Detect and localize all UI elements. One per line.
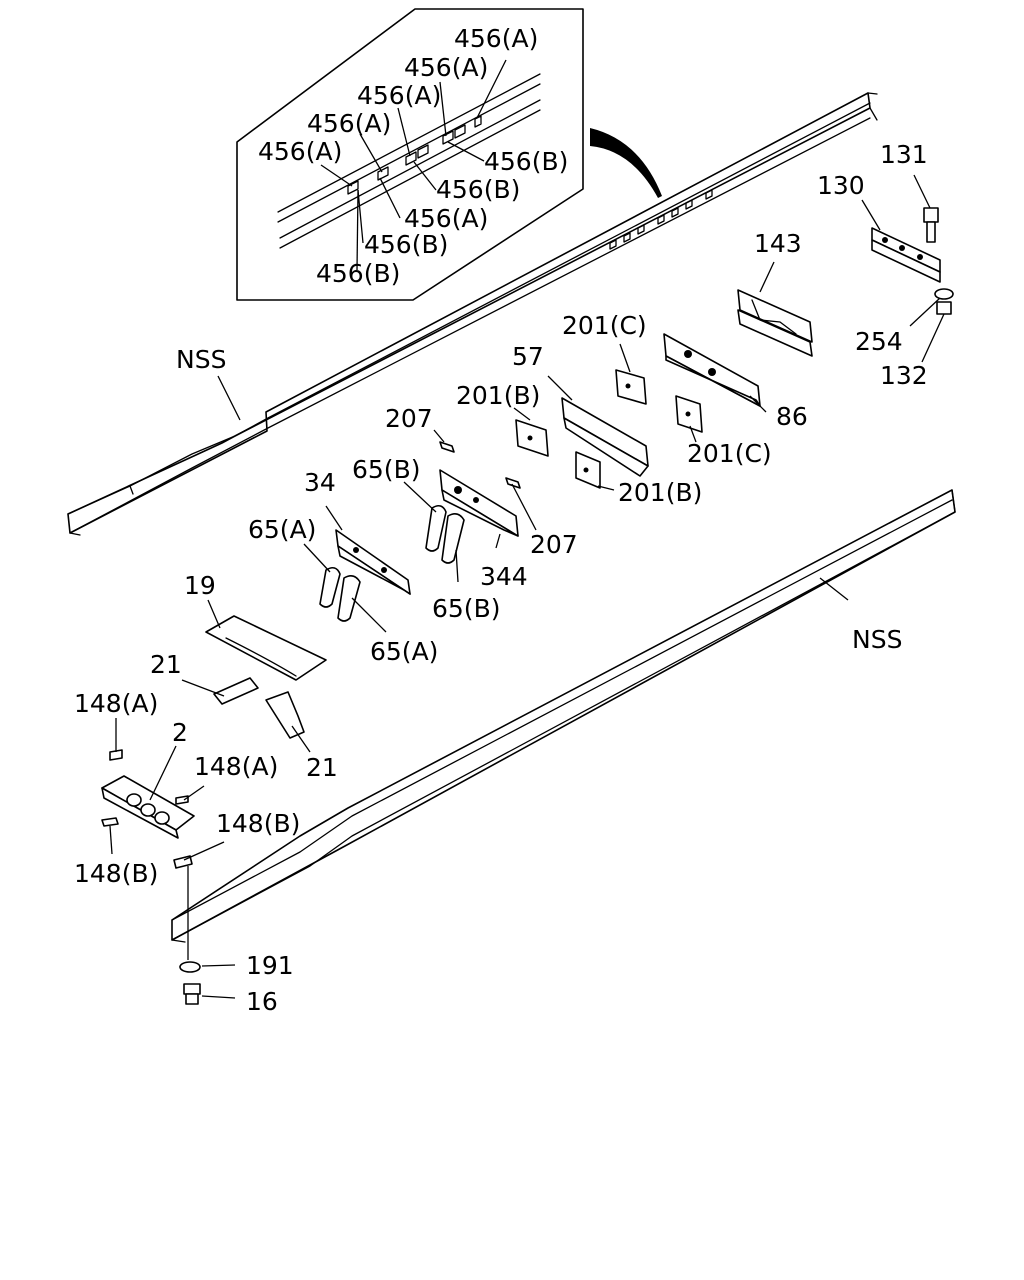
part-19-crossmember <box>205 615 327 681</box>
label-21-1: 21 <box>150 650 182 679</box>
part-130-bracket <box>871 227 941 283</box>
part-148b-shim-upper <box>101 817 119 827</box>
side-rail-bottom <box>171 489 956 943</box>
label-456b-3: 456(B) <box>364 230 448 259</box>
label-19: 19 <box>184 571 216 600</box>
part-21-bracket-left <box>213 677 259 705</box>
part-131-bolt <box>923 207 939 243</box>
label-456a-2: 456(A) <box>404 53 488 82</box>
part-207-shim-lower <box>505 477 521 489</box>
label-143: 143 <box>754 229 802 258</box>
part-143-crossmember <box>737 289 813 357</box>
part-86-crossmember <box>663 333 761 407</box>
label-65b-2: 65(B) <box>432 594 500 623</box>
side-rail-top <box>67 92 878 536</box>
part-16-bolt <box>183 983 201 1005</box>
label-65a-2: 65(A) <box>370 637 438 666</box>
label-344: 344 <box>480 562 528 591</box>
label-456b-1: 456(B) <box>484 147 568 176</box>
part-65b-bracket-right <box>441 512 465 564</box>
part-57-crossmember <box>561 397 649 477</box>
label-201b-2: 201(B) <box>618 478 702 507</box>
part-201b-bracket-lower <box>575 451 601 489</box>
label-34: 34 <box>304 468 336 497</box>
label-456a-5: 456(A) <box>258 137 342 166</box>
label-456b-2: 456(B) <box>436 175 520 204</box>
label-130: 130 <box>817 171 865 200</box>
label-201c-2: 201(C) <box>687 439 772 468</box>
label-131: 131 <box>880 140 928 169</box>
label-132: 132 <box>880 361 928 390</box>
label-65a-1: 65(A) <box>248 515 316 544</box>
label-57: 57 <box>512 342 544 371</box>
part-65a-bracket-right <box>337 574 361 622</box>
label-456b-4: 456(B) <box>316 259 400 288</box>
part-2-crossmember <box>101 775 195 839</box>
label-456a-6: 456(A) <box>404 204 488 233</box>
label-148a-2: 148(A) <box>194 752 278 781</box>
part-254-washer <box>934 288 954 300</box>
detail-inset <box>236 8 584 301</box>
label-nss-bottom: NSS <box>852 625 902 654</box>
part-21-bracket-right <box>265 691 305 739</box>
label-456a-1: 456(A) <box>454 24 538 53</box>
part-191-washer <box>179 961 201 973</box>
label-16: 16 <box>246 987 278 1016</box>
callout-arrow <box>590 128 662 198</box>
label-148a-1: 148(A) <box>74 689 158 718</box>
label-254: 254 <box>855 327 903 356</box>
label-86: 86 <box>776 402 808 431</box>
label-201c-1: 201(C) <box>562 311 647 340</box>
label-148b-2: 148(B) <box>216 809 300 838</box>
part-201b-bracket-upper <box>515 419 549 457</box>
label-456a-4: 456(A) <box>307 109 391 138</box>
label-148b-1: 148(B) <box>74 859 158 888</box>
part-65a-bracket-left <box>319 566 341 608</box>
label-65b-1: 65(B) <box>352 455 420 484</box>
label-191: 191 <box>246 951 294 980</box>
label-201b-1: 201(B) <box>456 381 540 410</box>
label-2: 2 <box>172 718 188 747</box>
part-207-shim-upper <box>439 441 455 453</box>
label-456a-3: 456(A) <box>357 81 441 110</box>
label-nss-top: NSS <box>176 345 226 374</box>
part-344-crossmember <box>439 469 519 537</box>
part-201c-bracket-lower <box>675 395 703 433</box>
part-148a-shim-upper <box>109 749 123 761</box>
label-207-2: 207 <box>530 530 578 559</box>
label-21-2: 21 <box>306 753 338 782</box>
leader-lines <box>109 174 945 999</box>
part-132-nut <box>936 301 952 315</box>
part-148a-shim-lower <box>175 795 189 805</box>
part-34-crossmember <box>335 529 411 595</box>
part-65b-bracket-left <box>425 504 447 552</box>
label-207-1: 207 <box>385 404 433 433</box>
part-201c-bracket-upper <box>615 369 647 405</box>
